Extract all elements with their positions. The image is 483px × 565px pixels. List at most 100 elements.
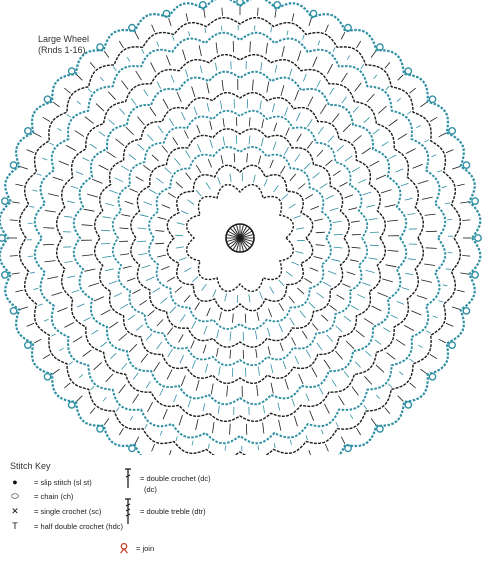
stitch-post [329, 87, 335, 95]
stitch-post [259, 100, 262, 110]
stitch-post [325, 195, 334, 200]
stitch-post [395, 168, 404, 173]
stitch-post [222, 136, 225, 146]
stitch-post [289, 68, 293, 77]
stitch-post [201, 283, 207, 291]
stitch-post [75, 171, 84, 175]
stitch-post [178, 257, 187, 261]
stitch-post [338, 395, 345, 406]
stitch-post [442, 284, 448, 287]
stitch-post [351, 246, 361, 249]
stitch-post [438, 132, 446, 138]
stitch-post [421, 279, 432, 283]
stitch-post [160, 266, 170, 271]
stitch-post [295, 251, 304, 254]
stitch-post [185, 69, 189, 78]
stitch-post [246, 99, 249, 109]
stitch-post [382, 278, 393, 283]
stitch-post [341, 96, 347, 104]
stitch-post [15, 289, 24, 293]
stitch-round [185, 183, 295, 293]
stitch-post [269, 159, 274, 169]
stitch-post [445, 149, 454, 154]
stitch-post [156, 41, 160, 47]
stitch-post [291, 261, 300, 266]
stitch-round [72, 70, 408, 406]
stitch-post [297, 287, 305, 295]
stitch-post [220, 100, 223, 110]
stitch-post [187, 199, 195, 205]
stitch-post [224, 293, 227, 302]
stitch-post [311, 323, 319, 331]
stitch-post [202, 403, 206, 412]
stitch-post [317, 40, 321, 46]
stitch-post [113, 292, 123, 297]
stitch-post [324, 443, 329, 452]
stitch-post [212, 422, 215, 434]
stitch-post [332, 170, 341, 177]
stitch-post [191, 320, 197, 330]
stitch-post [460, 272, 469, 275]
stitch-post [151, 154, 159, 162]
stitch-post [9, 255, 18, 257]
stitch-post [176, 91, 182, 103]
stitch-post [128, 154, 137, 161]
stitch-post [313, 256, 323, 260]
stitch-post [43, 318, 49, 322]
stitch-post [89, 407, 96, 414]
stitch-post [132, 289, 141, 294]
double-treble-icon [125, 498, 131, 524]
stitch-post [344, 155, 353, 162]
picot [428, 372, 437, 381]
stitch-post [226, 385, 228, 397]
stitch-post [431, 154, 437, 158]
stitch-post [283, 146, 289, 156]
stitch-post [363, 117, 370, 124]
stitch-post [157, 125, 164, 134]
stitch-post [355, 329, 365, 338]
stitch-post [405, 272, 414, 276]
stitch-post [298, 183, 306, 190]
double-crochet-icon [125, 468, 131, 488]
key-label: = single crochet (sc) [34, 507, 102, 516]
stitch-post [72, 336, 83, 343]
stitch-post [438, 300, 444, 303]
key-item-single-crochet: ✕ = single crochet (sc) [10, 506, 101, 517]
stitch-post [258, 155, 262, 165]
stitch-post [248, 117, 251, 127]
stitch-post [205, 182, 211, 190]
stitch-post [217, 176, 221, 185]
stitch-post [120, 303, 129, 310]
stitch-post [407, 258, 416, 261]
stitch-post [305, 349, 312, 358]
stitch-post [127, 314, 136, 321]
stitch-post [155, 230, 165, 232]
stitch-post [351, 166, 360, 173]
stitch-post [308, 449, 311, 455]
stitch-post [65, 145, 76, 151]
stitch-post [312, 172, 320, 179]
picot [236, 0, 244, 6]
center-spoke [226, 233, 241, 239]
center-spoke [239, 237, 251, 249]
stitch-post [68, 361, 74, 366]
stitch-post [357, 293, 366, 299]
stitch-post [51, 291, 63, 296]
stitch-post [205, 363, 208, 373]
stitch-post [15, 183, 24, 187]
stitch-post [409, 382, 416, 389]
stitch-post [321, 314, 329, 322]
stitch-post [278, 279, 285, 287]
center-spoke [229, 237, 241, 249]
stitch-post [119, 227, 129, 230]
stitch-post [184, 130, 189, 139]
stitch-post [424, 139, 430, 143]
stitch-post [20, 166, 29, 170]
stitch-post [34, 338, 42, 344]
stitch-post [148, 189, 158, 195]
stitch-post [232, 313, 234, 323]
stitch-post [416, 124, 421, 129]
stitch-post [343, 370, 350, 378]
stitch-post [312, 56, 318, 67]
stitch-post [95, 103, 105, 112]
